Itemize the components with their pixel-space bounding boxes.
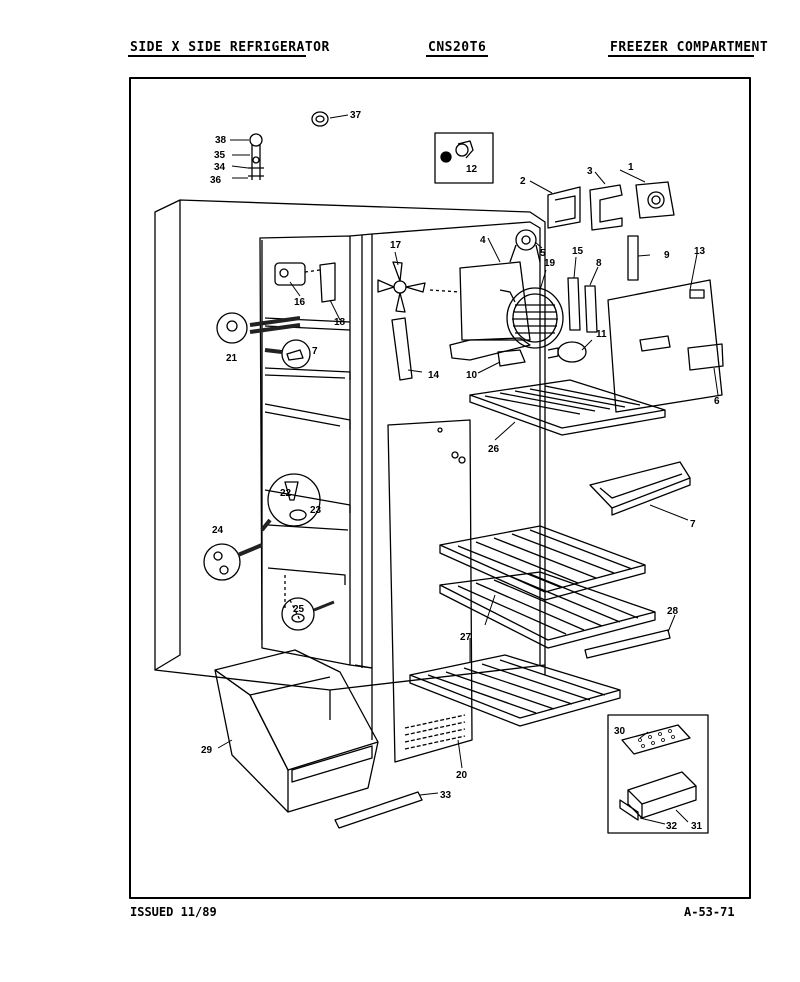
header-underline-center	[426, 55, 488, 57]
callout-30: 30	[614, 726, 626, 737]
callout-22: 22	[280, 488, 292, 499]
basket-trim-strip	[334, 791, 423, 829]
callout-19: 19	[544, 258, 556, 269]
shelf-top	[469, 379, 666, 436]
callout-35: 35	[214, 150, 226, 161]
header-model-type: SIDE X SIDE REFRIGERATOR	[130, 40, 330, 55]
footer-page-code: A-53-71	[684, 905, 735, 919]
cabinet-plug	[311, 111, 349, 127]
door-hinge-parts	[230, 133, 264, 180]
shelf-trim-strip	[584, 629, 671, 659]
callout-33: 33	[440, 790, 452, 801]
callout-8: 8	[596, 258, 602, 269]
callout-7-bracket: 7	[312, 346, 318, 357]
callout-18: 18	[334, 317, 346, 328]
callout-21: 21	[226, 353, 238, 364]
diagram-frame	[129, 77, 751, 899]
callout-25: 25	[293, 604, 305, 615]
callout-20: 20	[456, 770, 468, 781]
header-underline-left	[128, 55, 306, 57]
callout-36: 36	[210, 175, 222, 186]
screw-inset	[281, 597, 335, 631]
callout-28: 28	[667, 606, 679, 617]
callout-11: 11	[596, 329, 607, 340]
callout-17: 17	[390, 240, 402, 251]
header-model-number: CNS20T6	[428, 40, 487, 55]
callout-24: 24	[212, 525, 224, 536]
shelf-bottom	[409, 654, 621, 727]
ice-bucket-small	[589, 461, 691, 516]
drain-fitting	[216, 312, 301, 344]
callout-37: 37	[350, 110, 362, 121]
callout-2: 2	[520, 176, 526, 187]
callout-6: 6	[714, 396, 720, 407]
evaporator-cover	[607, 279, 724, 413]
callout-16: 16	[294, 297, 306, 308]
callout-10: 10	[466, 370, 478, 381]
freezer-basket	[214, 649, 379, 813]
callout-5: 5	[540, 248, 546, 259]
callout-9: 9	[664, 250, 670, 261]
callout-27: 27	[460, 632, 472, 643]
leader-lines	[217, 169, 719, 825]
callout-26: 26	[488, 444, 500, 455]
callout-34: 34	[214, 162, 226, 173]
cam-inset	[203, 543, 263, 581]
callout-12: 12	[466, 164, 478, 175]
callout-14: 14	[428, 370, 440, 381]
header-section: FREEZER COMPARTMENT	[610, 40, 769, 55]
callout-7-bin: 7	[690, 519, 696, 530]
switch-inset	[434, 132, 494, 184]
shelf-middle-lower	[439, 571, 656, 649]
callout-13: 13	[694, 246, 706, 257]
callout-32: 32	[666, 821, 678, 832]
shelf-bracket	[264, 339, 311, 369]
callout-38: 38	[215, 135, 227, 146]
evaporator-assembly	[274, 229, 598, 381]
ice-tray-inset	[607, 714, 709, 834]
header-underline-right	[608, 55, 754, 57]
door-part-inset	[260, 473, 321, 532]
callout-29: 29	[201, 745, 213, 756]
callout-4: 4	[480, 235, 486, 246]
callout-31: 31	[691, 821, 703, 832]
callout-23: 23	[310, 505, 322, 516]
footer-issued: ISSUED 11/89	[130, 905, 217, 919]
callout-15: 15	[572, 246, 584, 257]
callout-3: 3	[587, 166, 593, 177]
callout-1: 1	[628, 162, 634, 173]
back-panel	[387, 419, 473, 763]
top-brackets	[547, 181, 675, 281]
